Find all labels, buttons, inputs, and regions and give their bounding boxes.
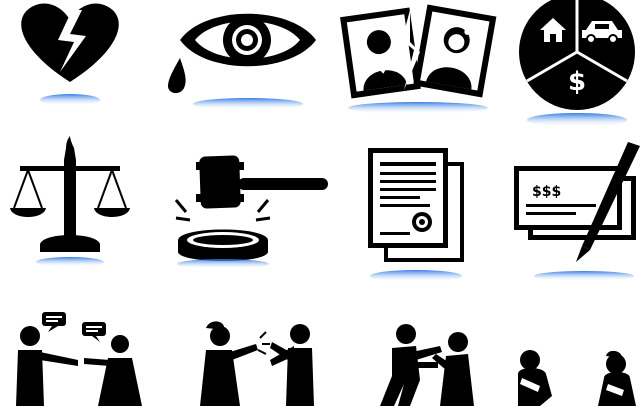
judge-gavel-icon — [174, 155, 328, 269]
couple-arguing-icon — [16, 312, 142, 406]
asset-division-pie-icon: $ — [519, 0, 635, 127]
scales-of-justice-icon — [10, 136, 130, 267]
couple-fighting-icon — [200, 321, 314, 406]
crying-eye-icon — [168, 13, 316, 110]
pie-dollar-label: $ — [568, 67, 586, 97]
sad-separated-couple-icon — [518, 350, 636, 406]
check-amount-label: $$$ — [532, 184, 561, 200]
legal-documents-icon — [368, 148, 464, 282]
broken-heart-icon — [21, 3, 119, 106]
torn-couple-photo-icon — [340, 4, 497, 114]
signed-check-icon: $$$ — [514, 142, 640, 281]
domestic-violence-icon — [380, 324, 474, 406]
